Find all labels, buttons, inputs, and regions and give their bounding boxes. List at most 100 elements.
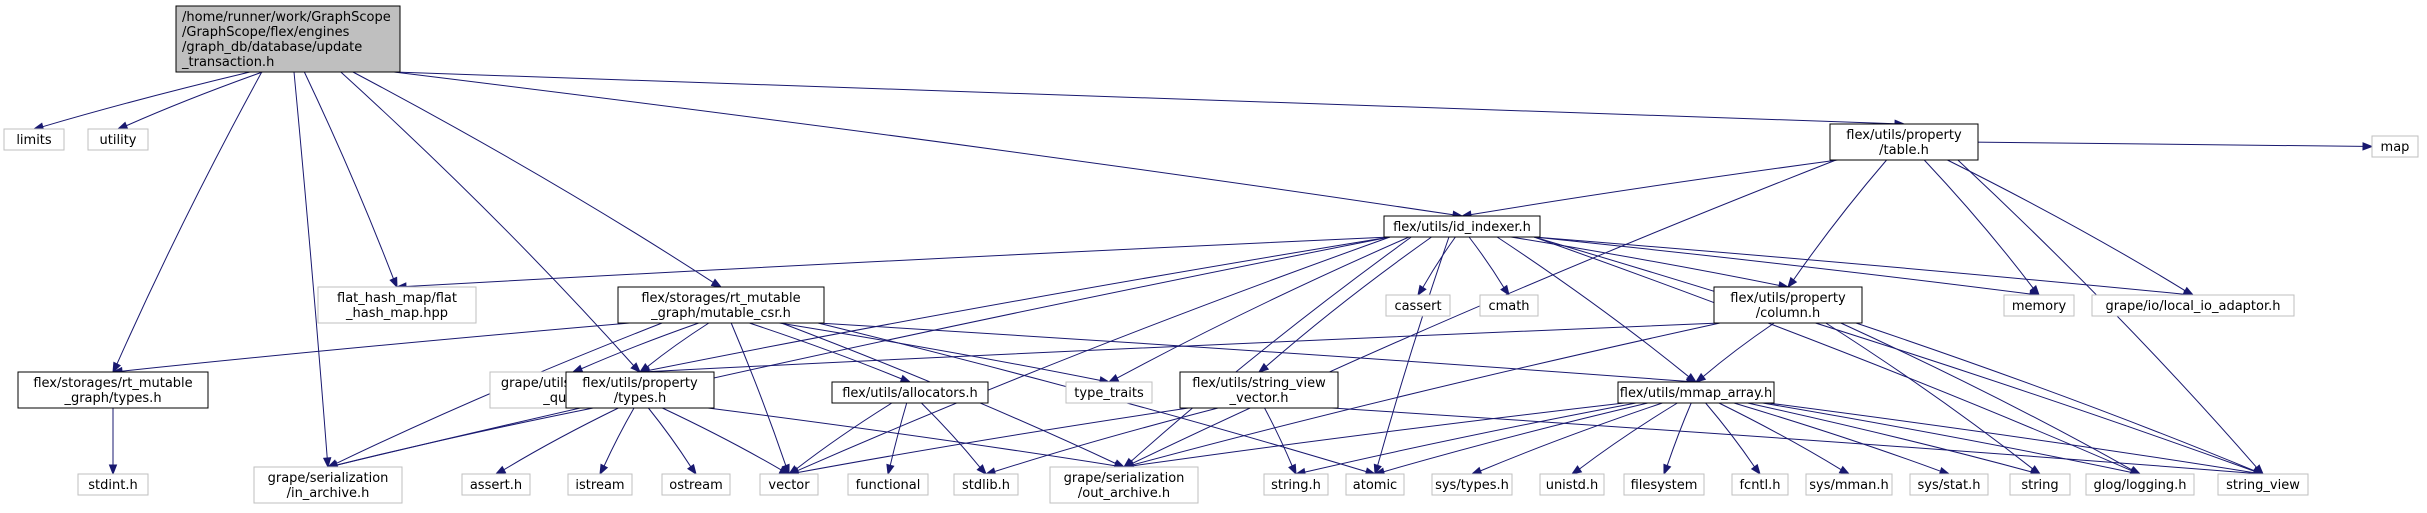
- node-label-line: flex/utils/allocators.h: [842, 386, 978, 401]
- edge-id_indexer-to-flat_hash_map: [395, 236, 1391, 291]
- edge-id_indexer-to-vector: [787, 236, 1391, 475]
- node-box: [831, 381, 989, 404]
- node-label-line: vector: [768, 478, 810, 493]
- node-box: [1713, 286, 1863, 324]
- node-label-line: flex/storages/rt_mutable: [641, 291, 800, 306]
- node-box: [1179, 371, 1339, 409]
- node-box: [1383, 215, 1541, 238]
- edge-mmap_array-to-sys_types: [1470, 402, 1663, 475]
- node-label-line: atomic: [1353, 478, 1397, 493]
- node-limits: limits: [3, 128, 65, 151]
- edge-root-to-utility: [116, 71, 263, 130]
- node-atomic: atomic: [1345, 473, 1405, 496]
- node-label-line: flex/storages/rt_mutable: [33, 376, 192, 391]
- node-map: map: [2371, 135, 2419, 158]
- edge-mmap_array-to-filesystem: [1663, 402, 1692, 476]
- node-box: [17, 371, 209, 409]
- edge-mmap_array-to-glog: [1762, 402, 2142, 477]
- node-root: /home/runner/work/GraphScope/GraphScope/…: [175, 5, 401, 73]
- edge-table-to-map: [1963, 141, 2374, 151]
- edge-column-to-string: [1825, 322, 2042, 475]
- node-box: [1431, 473, 1513, 496]
- node-label-line: limits: [16, 133, 52, 148]
- node-mmap-array[interactable]: flex/utils/mmap_array.h: [1617, 381, 1775, 404]
- node-utility: utility: [87, 128, 149, 151]
- node-box: [1049, 466, 1199, 504]
- node-label-line: flex/utils/string_view: [1192, 376, 1326, 391]
- node-label-line: /column.h: [1756, 306, 1821, 321]
- node-label-line: sys/stat.h: [1918, 478, 1981, 493]
- node-label-line: map: [2381, 140, 2410, 155]
- node-label-line: istream: [575, 478, 624, 493]
- edge-id_indexer-to-cmath: [1468, 236, 1510, 297]
- edge-table-to-local_io: [1947, 159, 2195, 296]
- node-box: [1617, 381, 1775, 404]
- node-box: [1731, 473, 1789, 496]
- edge-rt_types-to-stdint: [108, 408, 118, 476]
- edge-root-to-flat_hash_map: [303, 71, 398, 289]
- node-cmath: cmath: [1479, 294, 1539, 317]
- node-vector: vector: [759, 473, 819, 496]
- node-label-line: _vector.h: [1229, 391, 1289, 406]
- edge-allocators-to-vector: [787, 402, 893, 475]
- edge-id_indexer-to-sv_vector: [1257, 236, 1432, 373]
- node-label-line: grape/io/local_io_adaptor.h: [2105, 299, 2280, 314]
- edge-column-to-string_view: [1855, 322, 2265, 475]
- node-string-h: string.h: [1263, 473, 1329, 496]
- edge-mutable_csr-to-vector: [730, 322, 790, 476]
- node-label-line: assert.h: [470, 478, 522, 493]
- edge-mutable_csr-to-type_traits: [779, 322, 1111, 385]
- node-box: [2009, 473, 2071, 496]
- edge-allocators-to-stdlib: [921, 402, 987, 476]
- edge-root-to-limits: [32, 71, 251, 131]
- node-box: [1623, 473, 1705, 496]
- edge-column-to-mmap_array: [1694, 322, 1775, 383]
- edge-root-to-prop_types: [340, 71, 641, 373]
- node-box: [87, 128, 149, 151]
- node-label-line: /GraphScope/flex/engines: [182, 25, 350, 40]
- node-column[interactable]: flex/utils/property/column.h: [1713, 286, 1863, 324]
- node-rt-types[interactable]: flex/storages/rt_mutable_graph/types.h: [17, 371, 209, 409]
- node-label-line: sys/types.h: [1435, 478, 1509, 493]
- node-box: [953, 473, 1019, 496]
- edge-prop_types-to-ostream: [648, 407, 697, 476]
- edge-mutable_csr-to-prop_types: [638, 322, 710, 373]
- node-label-line: _graph/types.h: [63, 391, 161, 406]
- edge-prop_types-to-assert: [494, 407, 619, 475]
- edge-mmap_array-to-sys_mman: [1718, 402, 1851, 475]
- node-mutable-csr[interactable]: flex/storages/rt_mutable_graph/mutable_c…: [617, 286, 825, 324]
- node-local-io: grape/io/local_io_adaptor.h: [2091, 294, 2295, 317]
- node-prop-types[interactable]: flex/utils/property/types.h: [565, 371, 715, 409]
- node-glog: glog/logging.h: [2085, 473, 2195, 496]
- node-label-line: _transaction.h: [181, 55, 274, 70]
- node-allocators[interactable]: flex/utils/allocators.h: [831, 381, 989, 404]
- node-label-line: memory: [2012, 299, 2067, 314]
- node-label-line: cassert: [1394, 299, 1441, 314]
- node-memory: memory: [2003, 294, 2075, 317]
- node-label-line: /home/runner/work/GraphScope: [182, 10, 391, 25]
- node-box: [2085, 473, 2195, 496]
- node-id-indexer[interactable]: flex/utils/id_indexer.h: [1383, 215, 1541, 238]
- node-label-line: unistd.h: [1546, 478, 1599, 493]
- node-box: [253, 466, 403, 504]
- node-label-line: sys/mman.h: [1809, 478, 1889, 493]
- node-label-line: stdlib.h: [962, 478, 1010, 493]
- node-label-line: flex/utils/property: [582, 376, 698, 391]
- node-label-line: /types.h: [614, 391, 667, 406]
- edge-allocators-to-functional: [886, 402, 908, 476]
- edge-root-to-rt_types: [112, 71, 263, 374]
- node-string-view: string_view: [2217, 473, 2309, 496]
- node-box: [461, 473, 531, 496]
- node-ostream: ostream: [661, 473, 731, 496]
- node-sys-types: sys/types.h: [1431, 473, 1513, 496]
- node-label-line: flex/utils/property: [1846, 128, 1962, 143]
- node-label-line: string.h: [1271, 478, 1321, 493]
- edge-prop_types-to-istream: [599, 407, 635, 476]
- node-label-line: ostream: [669, 478, 723, 493]
- node-sv-vector[interactable]: flex/utils/string_view_vector.h: [1179, 371, 1339, 409]
- edge-mmap_array-to-unistd: [1570, 402, 1678, 475]
- node-box: [1805, 473, 1893, 496]
- edge-id_indexer-to-atomic: [1373, 236, 1450, 476]
- node-box: [2003, 294, 2075, 317]
- node-table[interactable]: flex/utils/property/table.h: [1829, 123, 1979, 161]
